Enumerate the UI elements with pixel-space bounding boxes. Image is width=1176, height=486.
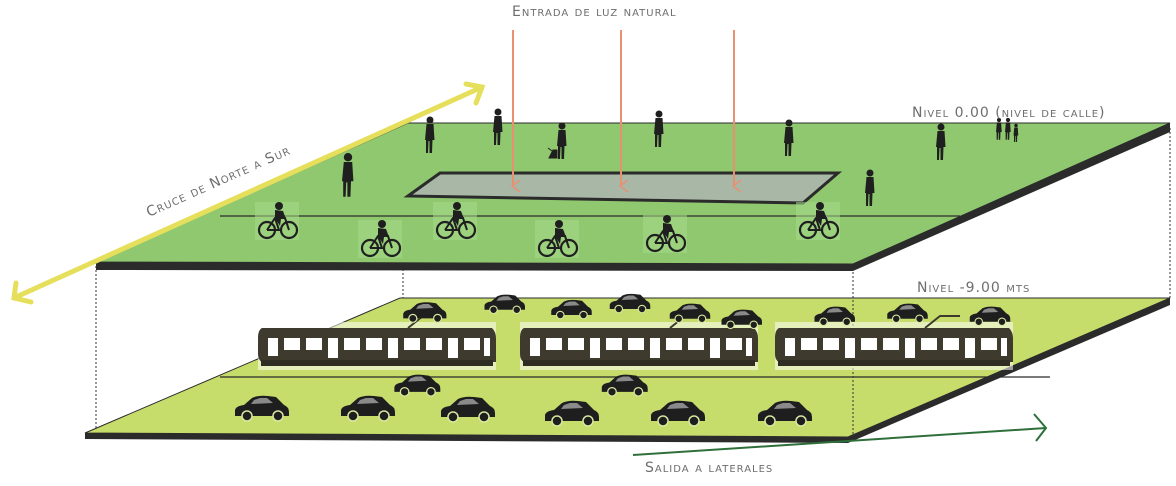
skylight-opening	[403, 171, 843, 205]
street-level-label: Nivel 0.00 (nivel de calle)	[912, 105, 1106, 121]
tram-icon	[257, 315, 497, 371]
lateral-exit-label: Salida a laterales	[645, 460, 774, 476]
cyclist-icon	[356, 218, 404, 260]
north-south-arrow	[11, 81, 486, 305]
natural-light-arrows	[513, 30, 734, 186]
cyclist-icon	[533, 218, 581, 260]
cyclist-icon	[431, 200, 479, 242]
lower-level-label: Nivel -9.00 mts	[917, 280, 1031, 296]
natural-light-label: Entrada de luz natural	[512, 4, 677, 20]
cyclist-icon	[641, 213, 689, 255]
cyclist-icon	[253, 200, 301, 242]
dog-icon	[547, 147, 558, 159]
tram-row	[257, 315, 1014, 371]
lateral-exit-arrow	[632, 413, 1048, 456]
cyclist-icon	[794, 200, 842, 242]
pedestrians	[342, 108, 1019, 206]
